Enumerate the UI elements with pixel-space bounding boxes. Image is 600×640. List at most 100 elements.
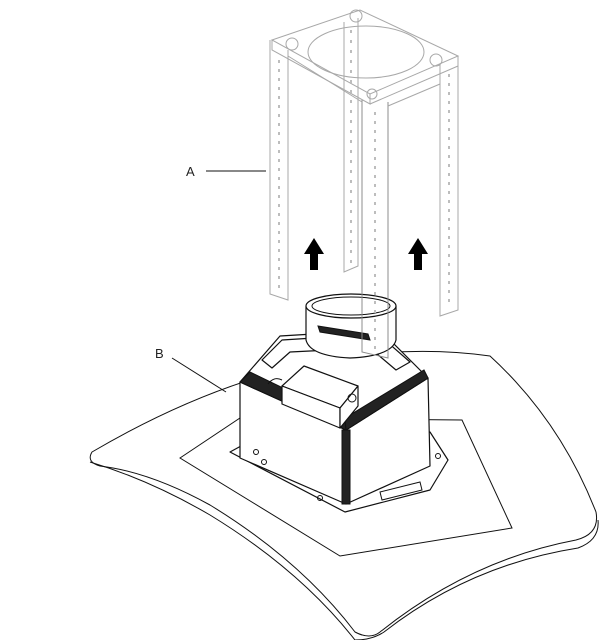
frame-hole (278, 258, 280, 261)
frame-hole (350, 40, 352, 43)
label-a: A (186, 164, 195, 179)
frame-hole (278, 141, 280, 144)
up-arrow-icon (304, 238, 324, 270)
frame-hole (448, 227, 450, 230)
frame-hole (278, 105, 280, 108)
frame-hole (374, 202, 376, 205)
frame-hole (350, 200, 352, 203)
frame-hole (448, 101, 450, 104)
frame-hole (350, 260, 352, 263)
frame-hole (374, 220, 376, 223)
frame-hole (278, 168, 280, 171)
frame-hole (374, 238, 376, 241)
frame-hole (350, 250, 352, 253)
frame-hole (374, 247, 376, 250)
frame-hole (278, 186, 280, 189)
frame-hole (374, 166, 376, 169)
frame-hole (448, 299, 450, 302)
frame-hole (278, 267, 280, 270)
frame-hole (448, 272, 450, 275)
frame-hole (448, 110, 450, 113)
frame-hole (350, 30, 352, 33)
frame-hole (350, 180, 352, 183)
frame-hole (374, 211, 376, 214)
frame-hole (350, 190, 352, 193)
frame-hole (374, 229, 376, 232)
frame-hole (374, 175, 376, 178)
frame-hole (374, 148, 376, 151)
frame-holes (278, 30, 450, 349)
frame-hole (350, 240, 352, 243)
frame-hole (350, 90, 352, 93)
frame-hole (278, 114, 280, 117)
frame-hole (350, 170, 352, 173)
frame-hole (374, 184, 376, 187)
frame-hole (278, 231, 280, 234)
frame-hole (278, 123, 280, 126)
frame-hole (448, 146, 450, 149)
frame-hole (278, 177, 280, 180)
frame-hole (448, 200, 450, 203)
frame-hole (448, 245, 450, 248)
frame-hole (350, 50, 352, 53)
frame-hole (374, 130, 376, 133)
frame-hole (374, 301, 376, 304)
label-b: B (155, 346, 164, 361)
frame-hole (448, 263, 450, 266)
frame-hole (374, 274, 376, 277)
frame-hole (350, 60, 352, 63)
frame-hole (374, 283, 376, 286)
frame-hole (278, 222, 280, 225)
frame-hole (448, 254, 450, 257)
frame-hole (448, 182, 450, 185)
frame-hole (278, 195, 280, 198)
frame-hole (448, 191, 450, 194)
frame-hole (374, 193, 376, 196)
frame-hole (278, 276, 280, 279)
frame-hole (448, 155, 450, 158)
frame-hole (278, 78, 280, 81)
frame-hole (448, 218, 450, 221)
frame-hole (374, 319, 376, 322)
frame-hole (350, 100, 352, 103)
frame-hole (278, 150, 280, 153)
frame-hole (350, 140, 352, 143)
frame-hole (448, 92, 450, 95)
frame-hole (448, 119, 450, 122)
frame-hole (350, 220, 352, 223)
frame-hole (374, 337, 376, 340)
up-arrow-icon (408, 238, 428, 270)
frame-hole (278, 132, 280, 135)
frame-hole (278, 69, 280, 72)
support-frame (269, 9, 460, 359)
frame-hole (448, 83, 450, 86)
frame-hole (374, 139, 376, 142)
frame-hole (448, 128, 450, 131)
frame-hole (350, 110, 352, 113)
frame-hole (374, 121, 376, 124)
frame-hole (448, 137, 450, 140)
frame-hole (350, 130, 352, 133)
frame-hole (350, 150, 352, 153)
frame-hole (278, 213, 280, 216)
frame-hole (278, 159, 280, 162)
frame-hole (448, 236, 450, 239)
frame-hole (278, 249, 280, 252)
frame-hole (374, 328, 376, 331)
frame-hole (278, 60, 280, 63)
frame-hole (374, 112, 376, 115)
frame-hole (350, 230, 352, 233)
frame-hole (350, 210, 352, 213)
frame-hole (278, 285, 280, 288)
frame-hole (278, 87, 280, 90)
frame-hole (374, 256, 376, 259)
frame-hole (374, 292, 376, 295)
frame-hole (350, 70, 352, 73)
frame-hole (374, 157, 376, 160)
frame-hole (350, 80, 352, 83)
canopy-panel (89, 350, 599, 640)
duct-collar (305, 293, 397, 359)
frame-hole (278, 204, 280, 207)
lift-arrows (304, 238, 428, 270)
